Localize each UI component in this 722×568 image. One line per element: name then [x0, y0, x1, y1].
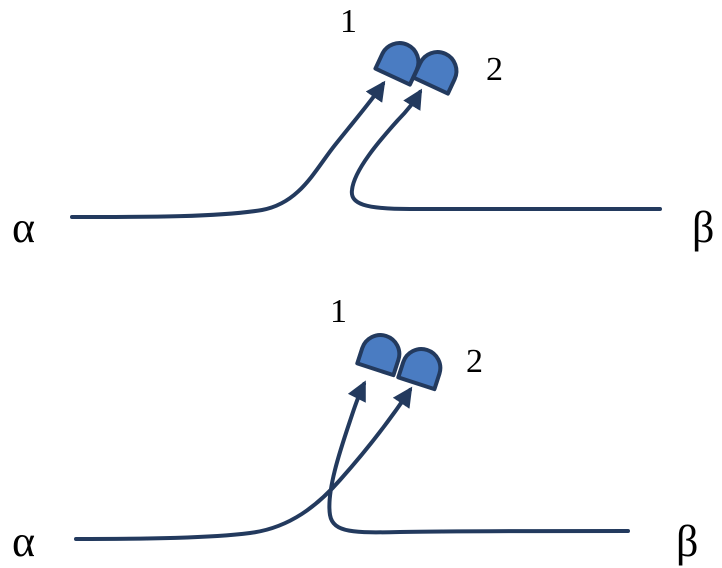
top-path-alpha-to-detector-1 [70, 80, 386, 219]
top-detector-2-label: 2 [486, 51, 503, 88]
bottom-detector-1-label: 1 [330, 293, 347, 330]
top-beta-label: β [692, 203, 714, 252]
top-panel: α β 1 2 [12, 3, 714, 252]
top-detector-2 [411, 50, 459, 96]
bottom-detector-2 [396, 347, 443, 392]
bottom-detector-1 [355, 333, 402, 378]
bottom-beta-label: β [676, 517, 698, 566]
top-path-beta-to-detector-2 [349, 88, 662, 211]
bottom-panel: α β 1 2 [12, 293, 698, 566]
top-detector-1-label: 1 [340, 3, 357, 40]
bottom-detector-2-label: 2 [466, 343, 483, 380]
bottom-path-beta-to-detector-1 [327, 380, 630, 535]
bottom-alpha-label: α [12, 517, 35, 566]
bottom-path-alpha-to-detector-2 [74, 386, 413, 541]
top-alpha-label: α [12, 203, 35, 252]
